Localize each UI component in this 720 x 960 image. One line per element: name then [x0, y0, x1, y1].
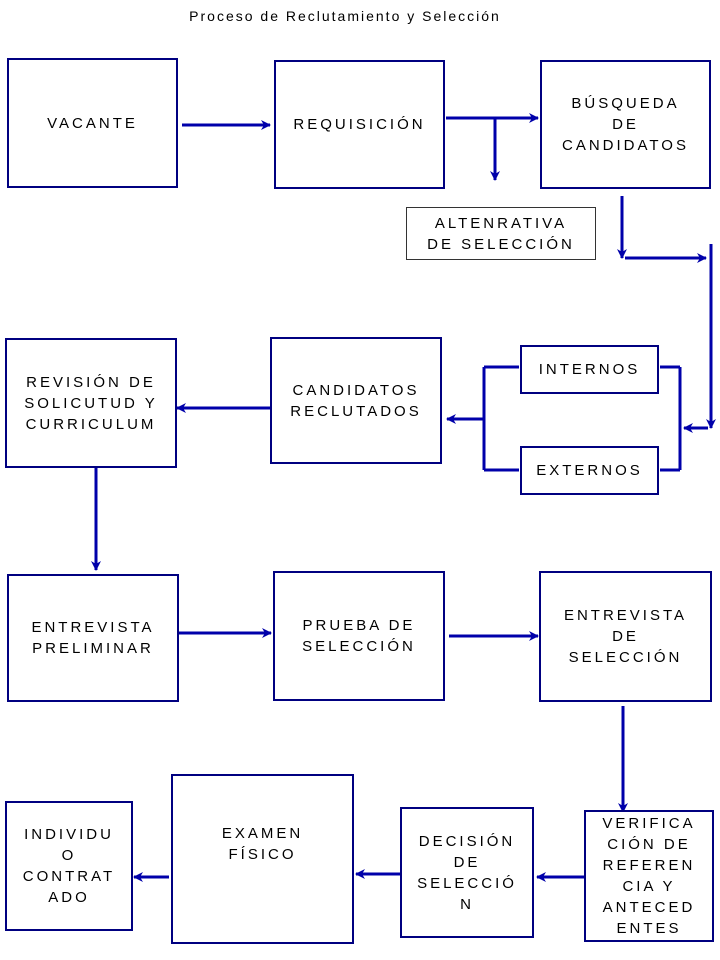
node-label: ENTREVISTA DE SELECCIÓN — [563, 607, 688, 666]
node-internos: INTERNOS — [520, 345, 659, 394]
node-candidatos-reclutados: CANDIDATOS RECLUTADOS — [270, 337, 442, 464]
node-requisicion: REQUISICIÓN — [274, 60, 445, 189]
node-vacante: VACANTE — [7, 58, 178, 188]
node-label: ENTREVISTA PRELIMINAR — [31, 619, 155, 657]
node-prueba-seleccion: PRUEBA DE SELECCIÓN — [273, 571, 445, 701]
node-revision-solicitud: REVISIÓN DE SOLICUTUD Y CURRICULUM — [5, 338, 177, 468]
node-label: BÚSQUEDA DE CANDIDATOS — [562, 95, 689, 154]
node-busqueda-candidatos: BÚSQUEDA DE CANDIDATOS — [540, 60, 711, 189]
node-label: REQUISICIÓN — [293, 116, 426, 133]
diagram-title: Proceso de Reclutamiento y Selección — [189, 8, 501, 24]
node-individuo-contratado: INDIVIDU O CONTRAT ADO — [5, 801, 133, 931]
node-externos: EXTERNOS — [520, 446, 659, 495]
node-label: PRUEBA DE SELECCIÓN — [302, 617, 416, 655]
node-examen-fisico: EXAMEN FÍSICO — [171, 774, 354, 944]
node-decision-seleccion: DECISIÓN DE SELECCIÓ N — [400, 807, 534, 938]
node-label: VERIFICA CIÓN DE REFEREN CIA Y ANTECED E… — [602, 815, 696, 937]
node-verificacion-referencias: VERIFICA CIÓN DE REFEREN CIA Y ANTECED E… — [584, 810, 714, 942]
node-label: ALTENRATIVA DE SELECCIÓN — [427, 214, 575, 253]
node-label: INDIVIDU O CONTRAT ADO — [22, 826, 116, 906]
node-label: DECISIÓN DE SELECCIÓ N — [417, 832, 517, 913]
node-alternativa-seleccion: ALTENRATIVA DE SELECCIÓN — [406, 207, 596, 260]
node-entrevista-seleccion: ENTREVISTA DE SELECCIÓN — [539, 571, 712, 702]
node-label: INTERNOS — [538, 361, 641, 378]
node-label: EXTERNOS — [536, 462, 643, 479]
node-label: CANDIDATOS RECLUTADOS — [290, 381, 422, 420]
node-label: REVISIÓN DE SOLICUTUD Y CURRICULUM — [24, 373, 158, 433]
node-entrevista-preliminar: ENTREVISTA PRELIMINAR — [7, 574, 179, 702]
node-label: EXAMEN FÍSICO — [221, 825, 304, 863]
node-label: VACANTE — [47, 114, 138, 132]
